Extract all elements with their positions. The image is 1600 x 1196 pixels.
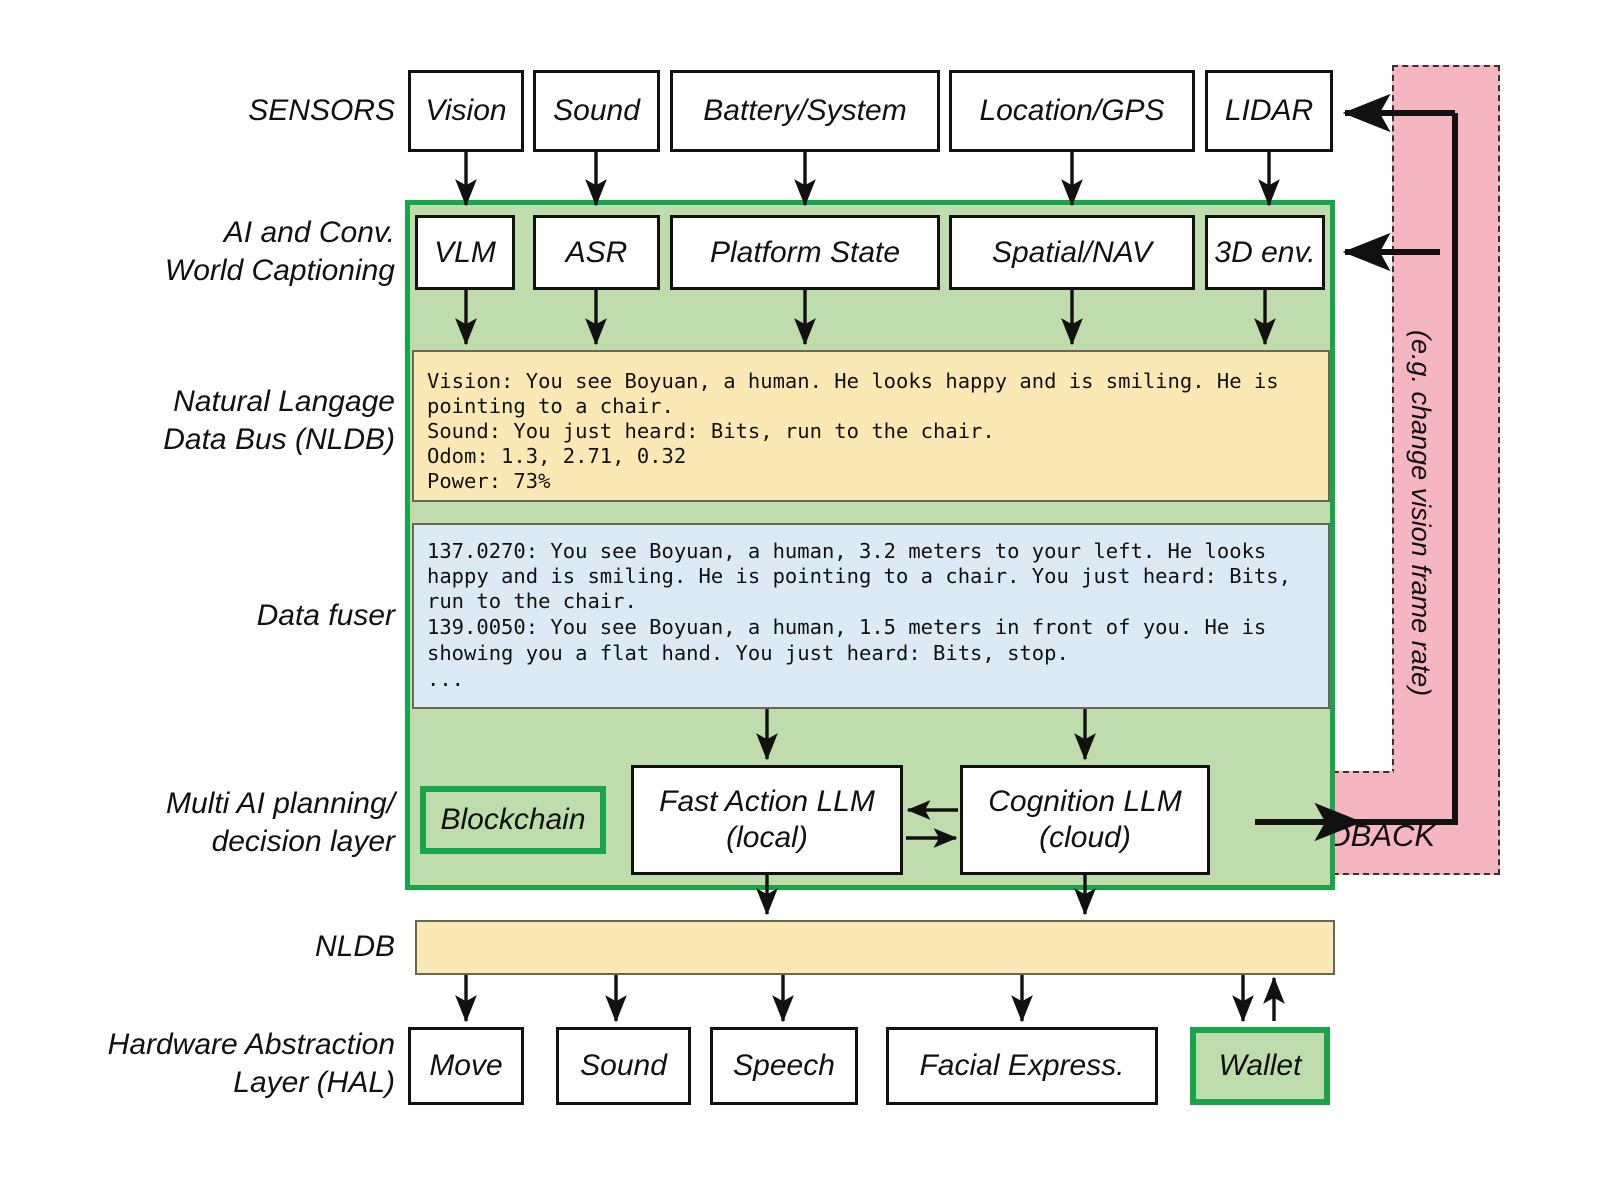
data-fuser-panel: 137.0270: You see Boyuan, a human, 3.2 m… <box>412 523 1330 709</box>
row-label-nldb-bar: NLDB <box>314 930 395 963</box>
nldb-line-2: pointing to a chair. <box>427 394 674 418</box>
fuser-line-1: 137.0270: You see Boyuan, a human, 3.2 m… <box>427 539 1267 563</box>
row-label-hal: Hardware Abstraction Layer (HAL) <box>107 1028 395 1099</box>
captioning-box-spatial-nav[interactable]: Spatial/NAV <box>949 215 1195 290</box>
nldb-line-1: Vision: You see Boyuan, a human. He look… <box>427 369 1279 393</box>
hal-box-facial-express[interactable]: Facial Express. <box>886 1027 1158 1105</box>
hal-box-speech[interactable]: Speech <box>710 1027 858 1105</box>
captioning-box-platform-state[interactable]: Platform State <box>670 215 940 290</box>
cognition-llm-box[interactable]: Cognition LLM (cloud) <box>960 765 1210 875</box>
hal-box-sound[interactable]: Sound <box>556 1027 691 1105</box>
feedback-note-label: (e.g. change vision frame rate) <box>1406 330 1436 697</box>
fast-action-llm-box[interactable]: Fast Action LLM (local) <box>631 765 903 875</box>
hal-box-move[interactable]: Move <box>408 1027 524 1105</box>
captioning-box-vlm[interactable]: VLM <box>415 215 515 290</box>
sensor-box-lidar[interactable]: LIDAR <box>1205 70 1333 152</box>
fast-action-llm-line-1: Fast Action LLM <box>659 785 875 818</box>
fuser-line-2: happy and is smiling. He is pointing to … <box>427 564 1291 588</box>
nldb-output-bar <box>415 920 1335 975</box>
sensor-box-battery-system[interactable]: Battery/System <box>670 70 940 152</box>
captioning-box-asr[interactable]: ASR <box>533 215 660 290</box>
nldb-text-panel: Vision: You see Boyuan, a human. He look… <box>412 350 1330 502</box>
row-label-ai-world-captioning: AI and Conv. World Captioning <box>164 216 395 287</box>
captioning-box-3d-env[interactable]: 3D env. <box>1205 215 1325 290</box>
nldb-line-3: Sound: You just heard: Bits, run to the … <box>427 419 995 443</box>
hal-box-wallet[interactable]: Wallet <box>1190 1027 1330 1105</box>
cognition-llm-line-1: Cognition LLM <box>988 785 1182 818</box>
row-label-planning: Multi AI planning/ decision layer <box>165 787 395 858</box>
blockchain-box[interactable]: Blockchain <box>420 786 606 854</box>
fuser-line-3: run to the chair. <box>427 589 637 613</box>
fuser-line-4: 139.0050: You see Boyuan, a human, 1.5 m… <box>427 615 1267 639</box>
row-label-sensors: SENSORS <box>248 94 395 127</box>
fast-action-llm-line-2: (local) <box>726 821 808 854</box>
row-label-data-fuser: Data fuser <box>256 599 395 632</box>
cognition-llm-line-2: (cloud) <box>1039 821 1131 854</box>
fuser-line-5: showing you a flat hand. You just heard:… <box>427 641 1069 665</box>
sensor-box-sound[interactable]: Sound <box>533 70 660 152</box>
row-label-nldb: Natural Langage Data Bus (NLDB) <box>163 385 395 456</box>
sensor-box-location-gps[interactable]: Location/GPS <box>949 70 1195 152</box>
nldb-line-5: Power: 73% <box>427 469 551 493</box>
sensor-box-vision[interactable]: Vision <box>408 70 524 152</box>
fuser-line-6: ... <box>427 667 465 691</box>
feedback-region-seam <box>1394 760 1498 786</box>
nldb-line-4: Odom: 1.3, 2.71, 0.32 <box>427 444 687 468</box>
